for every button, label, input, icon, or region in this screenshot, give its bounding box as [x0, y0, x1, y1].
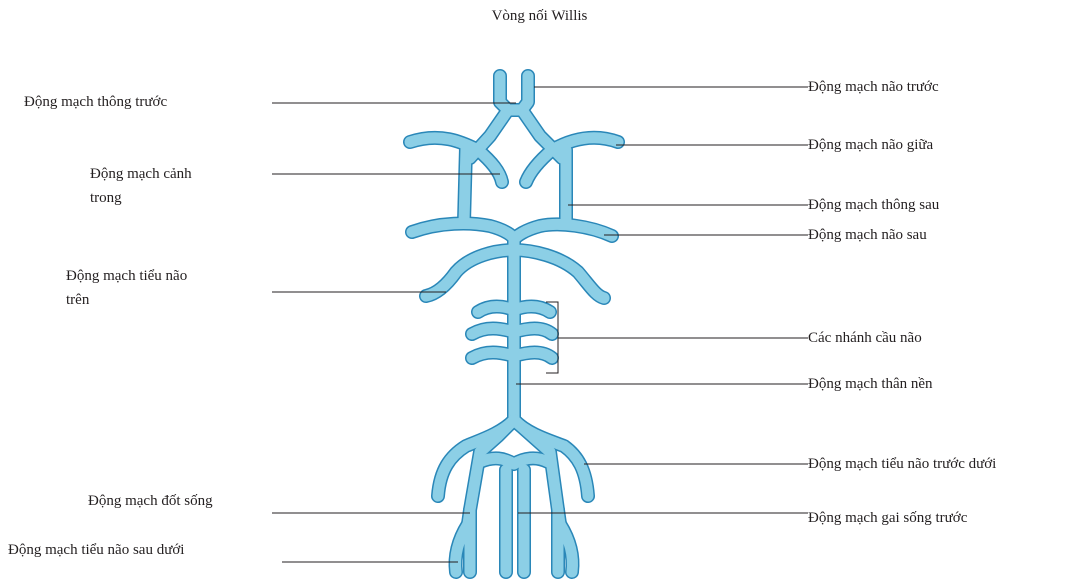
label-dm-tieu-nao-sau-duoi: Động mạch tiểu não sau dưới — [8, 538, 184, 562]
vessel-network — [410, 76, 618, 572]
label-dm-tieu-nao-tren-line1: Động mạch tiểu não — [66, 264, 187, 288]
label-dm-tieu-nao-tren-line2: trên — [66, 288, 89, 312]
label-dm-thong-truoc: Động mạch thông trước — [24, 90, 167, 114]
label-dm-dot-song: Động mạch đốt sống — [88, 489, 213, 513]
label-dm-nao-truoc: Động mạch não trước — [808, 75, 939, 99]
label-dm-than-nen: Động mạch thân nền — [808, 372, 933, 396]
label-dm-tieu-nao-truoc-duoi: Động mạch tiểu não trước dưới — [808, 452, 996, 476]
label-dm-nao-giua: Động mạch não giữa — [808, 133, 933, 157]
label-dm-gai-song-truoc: Động mạch gai sống trước — [808, 506, 967, 530]
label-dm-thong-sau: Động mạch thông sau — [808, 193, 939, 217]
label-dm-canh-trong-line2: trong — [90, 186, 122, 210]
label-cac-nhanh-cau-nao: Các nhánh cầu não — [808, 326, 922, 350]
label-dm-nao-sau: Động mạch não sau — [808, 223, 927, 247]
label-dm-canh-trong-line1: Động mạch cảnh — [90, 162, 192, 186]
